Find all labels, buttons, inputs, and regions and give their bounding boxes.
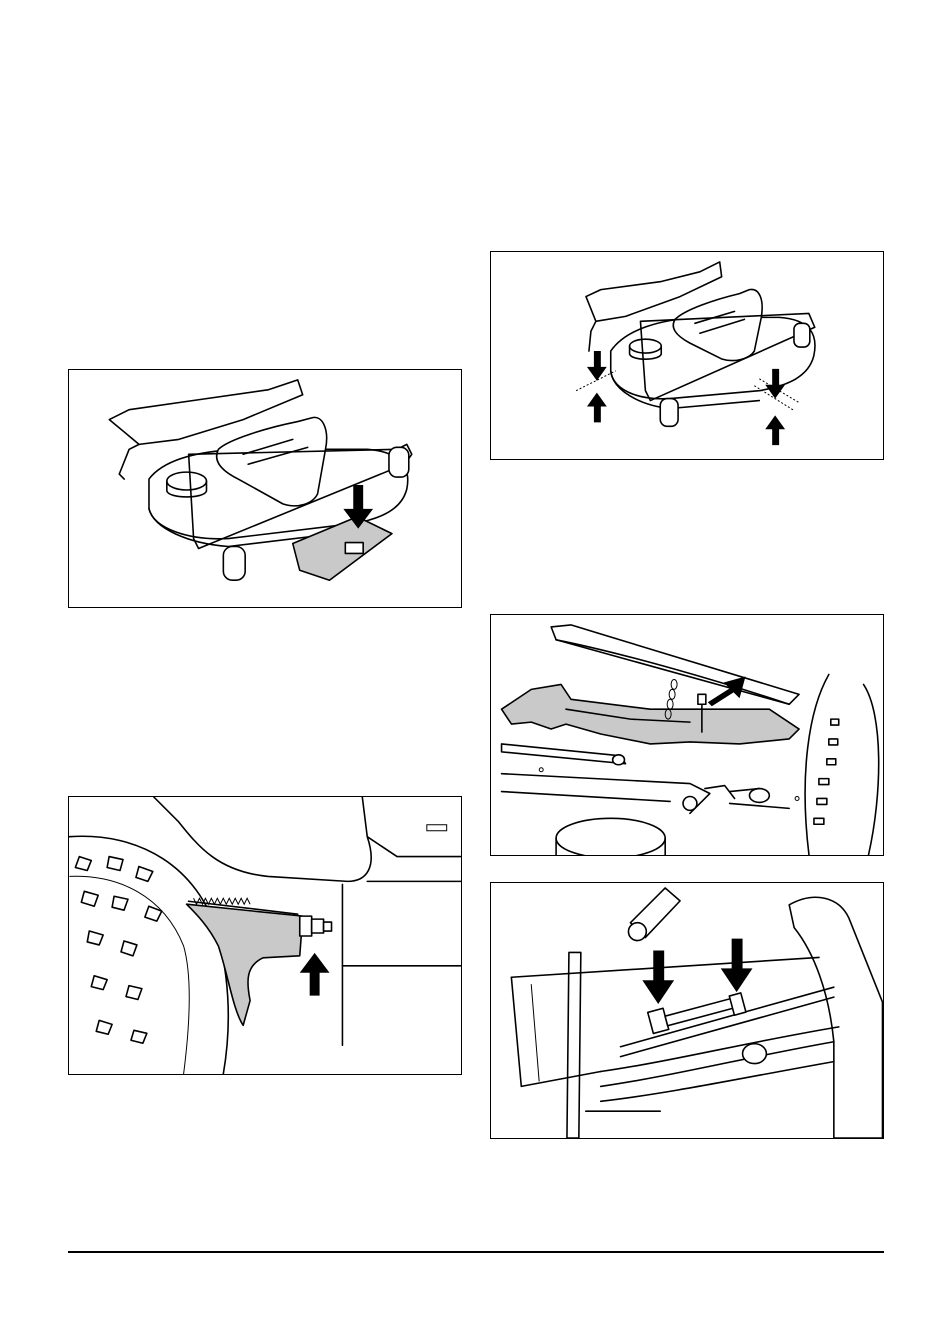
figure-deck-leveling-plate [68, 369, 462, 608]
figure-deck-height-arrows [490, 251, 884, 460]
deck-lift-chain-bolt-illustration [491, 615, 883, 855]
figure-wheel-bracket [68, 796, 462, 1075]
figure-lift-rod-nuts [490, 882, 884, 1139]
mower-deck-leveling-plate-illustration [69, 370, 461, 607]
mower-deck-height-arrows-illustration [491, 252, 883, 459]
footer-rule [68, 1251, 884, 1253]
lift-rod-adjust-nuts-illustration [491, 883, 883, 1138]
wheel-bracket-adjust-illustration [69, 797, 461, 1074]
figure-deck-lift-chain [490, 614, 884, 856]
